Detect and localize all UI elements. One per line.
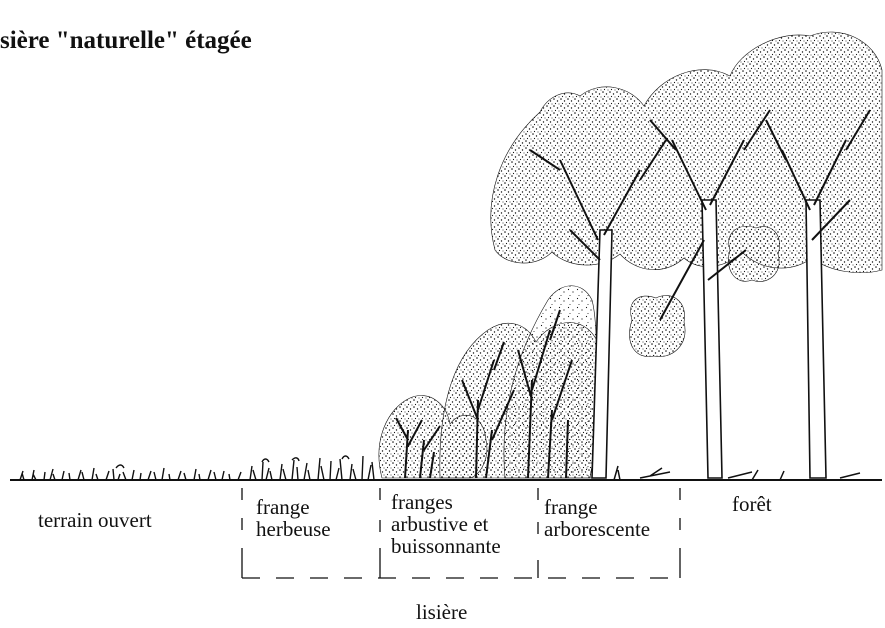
- zone-label-franges-arbustive: franges arbustive et buissonnante: [391, 491, 501, 557]
- zone-brackets: [241, 488, 681, 579]
- lisiere-label: lisière: [416, 600, 468, 624]
- zone-label-line: franges: [391, 490, 453, 514]
- zone-label-frange-arborescente: frange arborescente: [544, 496, 650, 540]
- tree-trunks: [529, 109, 871, 479]
- shrub-layer: [378, 285, 603, 479]
- ground-debris: [613, 465, 861, 481]
- zone-label-line: herbeuse: [256, 517, 331, 541]
- zone-label-line: frange: [256, 495, 310, 519]
- diagram-title: sière "naturelle" étagée: [0, 27, 252, 54]
- zone-label-line: frange: [544, 495, 598, 519]
- zone-label-line: buissonnante: [391, 534, 501, 558]
- tree-canopies: [490, 31, 883, 357]
- zone-label-terrain-ouvert: terrain ouvert: [38, 508, 152, 532]
- zone-label-frange-herbeuse: frange herbeuse: [256, 496, 331, 540]
- zone-label-line: arbustive et: [391, 512, 489, 536]
- zone-label-line: arborescente: [544, 517, 651, 541]
- zone-label-foret: forêt: [732, 492, 772, 516]
- grass-tufts: [19, 455, 375, 481]
